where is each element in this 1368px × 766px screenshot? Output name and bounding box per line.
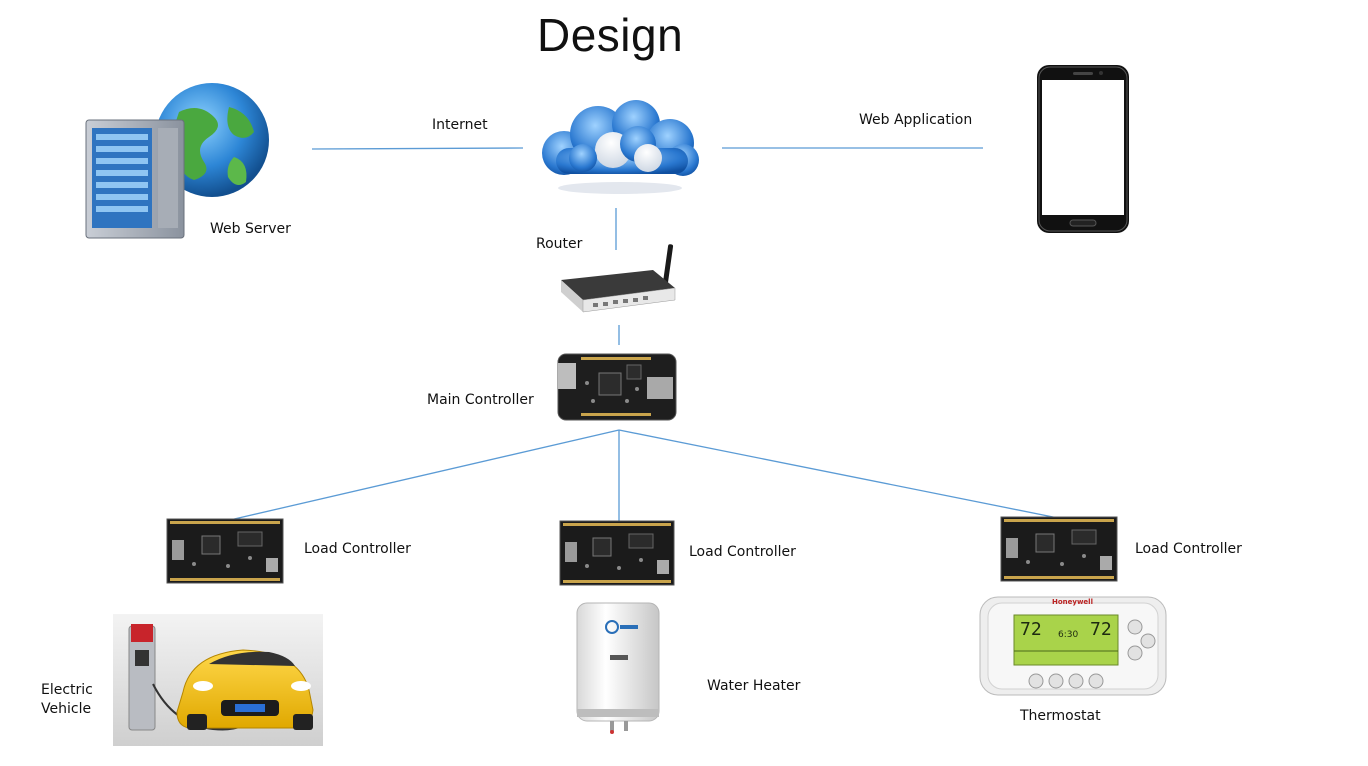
electric-vehicle-label-line1: Electric	[41, 682, 93, 698]
router-label: Router	[536, 236, 583, 252]
load-controller-3-label: Load Controller	[1135, 541, 1242, 557]
web-application-label: Web Application	[859, 112, 973, 128]
link-main-load3	[618, 429, 1059, 519]
load-controller-1-label: Load Controller	[304, 541, 411, 557]
thermostat-time: 6:30	[1058, 630, 1079, 640]
water-heater-icon	[574, 601, 662, 735]
electric-vehicle-label: Electric Vehicle	[41, 681, 93, 719]
thermostat-brand: Honeywell	[1052, 598, 1093, 606]
thermostat-icon: Honeywell 72 6:30 72	[978, 595, 1168, 697]
thermostat-temp-left: 72	[1020, 619, 1042, 640]
load-controller-3-board-icon	[1000, 516, 1118, 582]
load-controller-2-label: Load Controller	[689, 544, 796, 560]
link-main-load1	[229, 429, 620, 521]
main-controller-label: Main Controller	[427, 392, 534, 408]
thermostat-label: Thermostat	[1020, 708, 1101, 724]
load-controller-2-board-icon	[559, 520, 675, 586]
thermostat-temp-right: 72	[1090, 619, 1112, 640]
smartphone-icon	[1036, 64, 1130, 234]
water-heater-label: Water Heater	[707, 678, 801, 694]
web-server-icon	[84, 82, 274, 242]
diagram-title: Design	[537, 9, 684, 61]
load-controller-1-board-icon	[166, 518, 284, 584]
cloud-icon	[538, 98, 702, 196]
electric-vehicle-icon	[113, 614, 323, 746]
electric-vehicle-label-line2: Vehicle	[41, 701, 92, 717]
web-server-label: Web Server	[210, 221, 291, 237]
main-controller-board-icon	[557, 353, 677, 421]
link-webserver-internet	[311, 147, 524, 150]
router-icon	[557, 240, 679, 322]
internet-label: Internet	[432, 117, 488, 133]
